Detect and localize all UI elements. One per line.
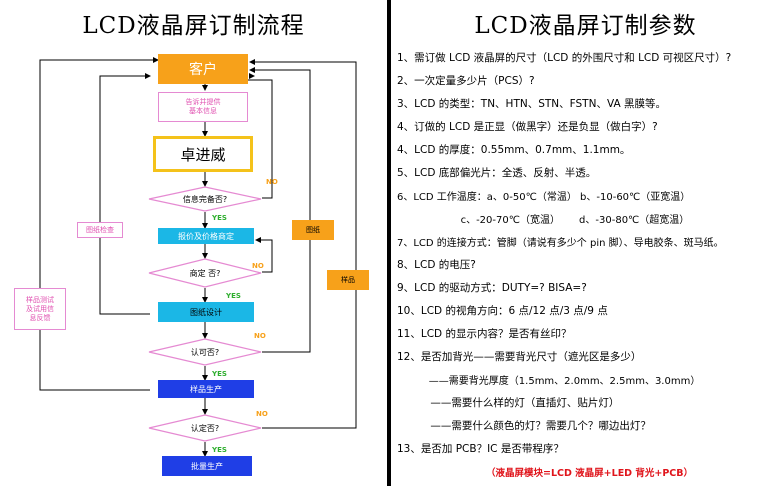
- param-line: ——需要什么样的灯（直插灯、贴片灯）: [397, 397, 620, 409]
- yes-label-4: YES: [212, 446, 227, 454]
- param-line: 10、LCD 的视角方向：6 点/12 点/3 点/9 点: [397, 305, 608, 317]
- param-line: c、-20-70℃（宽温） d、-30-80℃（超宽温）: [397, 215, 690, 226]
- drawing-design-node: 图纸设计: [158, 302, 254, 322]
- module-formula: （液晶屏模块=LCD 液晶屏+LED 背光+PCB）: [486, 468, 694, 479]
- param-line: ——需要背光厚度（1.5mm、2.0mm、2.5mm、3.0mm）: [397, 376, 701, 387]
- parameters-title: LCD液晶屏订制参数: [474, 13, 697, 39]
- drawing-label: 图纸: [292, 220, 334, 240]
- param-line: 8、LCD 的电压?: [397, 259, 476, 271]
- yes-label-1: YES: [212, 214, 227, 222]
- param-line: 5、LCD 底部偏光片：全透、反射、半透。: [397, 167, 597, 179]
- param-line: 13、是否加 PCB？IC 是否带程序？: [397, 443, 564, 455]
- no-label-1: NO: [266, 178, 278, 186]
- yes-label-2: YES: [226, 292, 241, 300]
- parameters-panel: LCD液晶屏订制参数 1、需订做 LCD 液晶屏的尺寸（LCD 的外围尺寸和 L…: [391, 0, 780, 486]
- param-line: 7、LCD 的连接方式：管脚（请说有多少个 pin 脚）、导电胶条、斑马纸。: [397, 238, 724, 249]
- no-label-4: NO: [256, 410, 268, 418]
- param-line: 6、LCD 工作温度：a、0-50℃（常温） b、-10-60℃（亚宽温）: [397, 192, 691, 203]
- param-line: 9、LCD 的驱动方式：DUTY=? BISA=?: [397, 282, 587, 294]
- param-line: 2、一次定量多少片（PCS）?: [397, 75, 535, 87]
- customer-node: 客户: [158, 54, 248, 84]
- info-complete-decision: 信息完备否?: [148, 186, 262, 212]
- param-line: 11、LCD 的显示内容？是否有丝印？: [397, 328, 572, 340]
- param-line: ——需要什么颜色的灯？需要几个？哪边出灯？: [397, 420, 651, 432]
- drawing-check-label: 图纸检查: [77, 222, 123, 238]
- param-line: 1、需订做 LCD 液晶屏的尺寸（LCD 的外围尺寸和 LCD 可视区尺寸）?: [397, 52, 732, 64]
- quote-node: 报价及价格商定: [158, 228, 254, 244]
- mass-production-node: 批量生产: [162, 456, 252, 476]
- no-label-3: NO: [254, 332, 266, 340]
- agreed-decision: 商定 否?: [148, 258, 262, 288]
- param-line: 4、LCD 的厚度：0.55mm、0.7mm、1.1mm。: [397, 144, 631, 156]
- flowchart-panel: LCD液晶屏订制流程: [0, 0, 387, 486]
- provide-info-node: 告诉并提供 基本信息: [158, 92, 248, 122]
- sample-production-node: 样品生产: [158, 380, 254, 398]
- confirmed-decision: 认定否?: [148, 414, 262, 442]
- yes-label-3: YES: [212, 370, 227, 378]
- company-node: 卓进威: [153, 136, 253, 172]
- no-label-2: NO: [252, 262, 264, 270]
- param-line: 3、LCD 的类型：TN、HTN、STN、FSTN、VA 黑膜等。: [397, 98, 666, 110]
- param-line: 12、是否加背光——需要背光尺寸（遮光区是多少）: [397, 351, 642, 363]
- sample-label: 样品: [327, 270, 369, 290]
- approved-decision: 认可否?: [148, 338, 262, 366]
- param-line: 4、订做的 LCD 是正显（做黑字）还是负显（做白字）?: [397, 121, 658, 133]
- flowchart-title: LCD液晶屏订制流程: [82, 13, 305, 39]
- sample-test-label: 样品测试 及试用信 息反馈: [14, 288, 66, 330]
- flowchart-connectors: [39, 57, 357, 457]
